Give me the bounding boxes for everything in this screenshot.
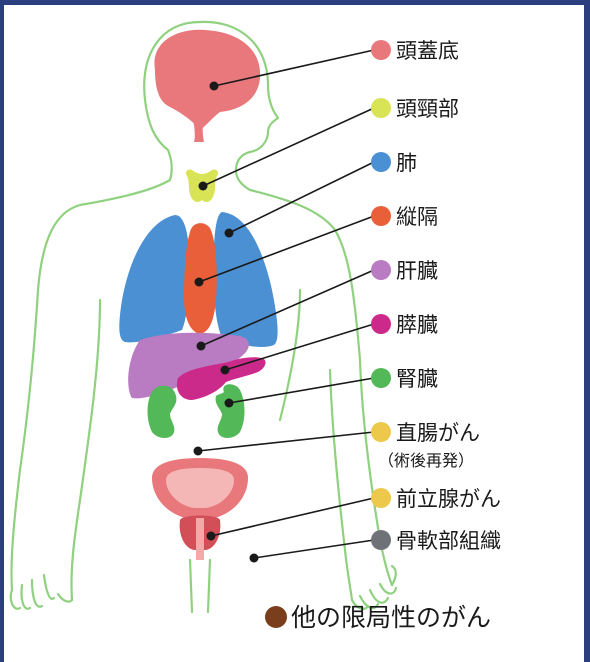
label-skull-base: 頭蓋底 — [396, 39, 459, 63]
dot-rectal-cancer — [371, 422, 391, 442]
pancreas — [176, 357, 266, 400]
label-other-localized: 他の限局性のがん — [291, 603, 491, 632]
leader-lines — [197, 49, 375, 559]
label-pancreas: 膵臓 — [396, 313, 438, 337]
label-liver: 肝臓 — [396, 259, 438, 283]
dot-other-localized — [265, 606, 287, 628]
label-prostate-cancer: 前立腺がん — [396, 487, 501, 511]
bladder-inner — [166, 468, 234, 508]
liver — [128, 332, 249, 399]
legend-dots — [265, 40, 391, 628]
dot-bone-soft-tissue — [371, 530, 391, 550]
left-lung — [119, 215, 190, 343]
dot-prostate-cancer — [371, 488, 391, 508]
label-head-neck: 頭頸部 — [396, 97, 459, 121]
dot-liver — [371, 260, 391, 280]
right-lung — [213, 212, 278, 348]
label-lung: 肺 — [396, 151, 417, 175]
label-bone-soft-tissue: 骨軟部組織 — [396, 529, 501, 553]
dot-kidney — [371, 368, 391, 388]
label-mediastinum: 縦隔 — [396, 205, 438, 229]
dot-lung — [371, 152, 391, 172]
label-kidney: 腎臓 — [396, 367, 438, 391]
brain — [154, 29, 261, 142]
labels: 頭蓋底 頭頸部 肺 縦隔 肝臓 膵臓 腎臓 直腸がん （術後再発） 前立腺がん … — [291, 39, 501, 632]
label-rectal-cancer-note: （術後再発） — [378, 451, 474, 470]
label-rectal-cancer: 直腸がん — [396, 421, 480, 445]
endpoint-dots — [193, 81, 259, 563]
dot-head-neck — [371, 98, 391, 118]
dot-skull-base — [371, 40, 391, 60]
left-kidney — [147, 385, 177, 438]
urethra — [196, 518, 204, 560]
dot-pancreas — [371, 314, 391, 334]
dot-mediastinum — [371, 206, 391, 226]
body-outline — [9, 20, 398, 614]
right-kidney — [215, 384, 245, 438]
